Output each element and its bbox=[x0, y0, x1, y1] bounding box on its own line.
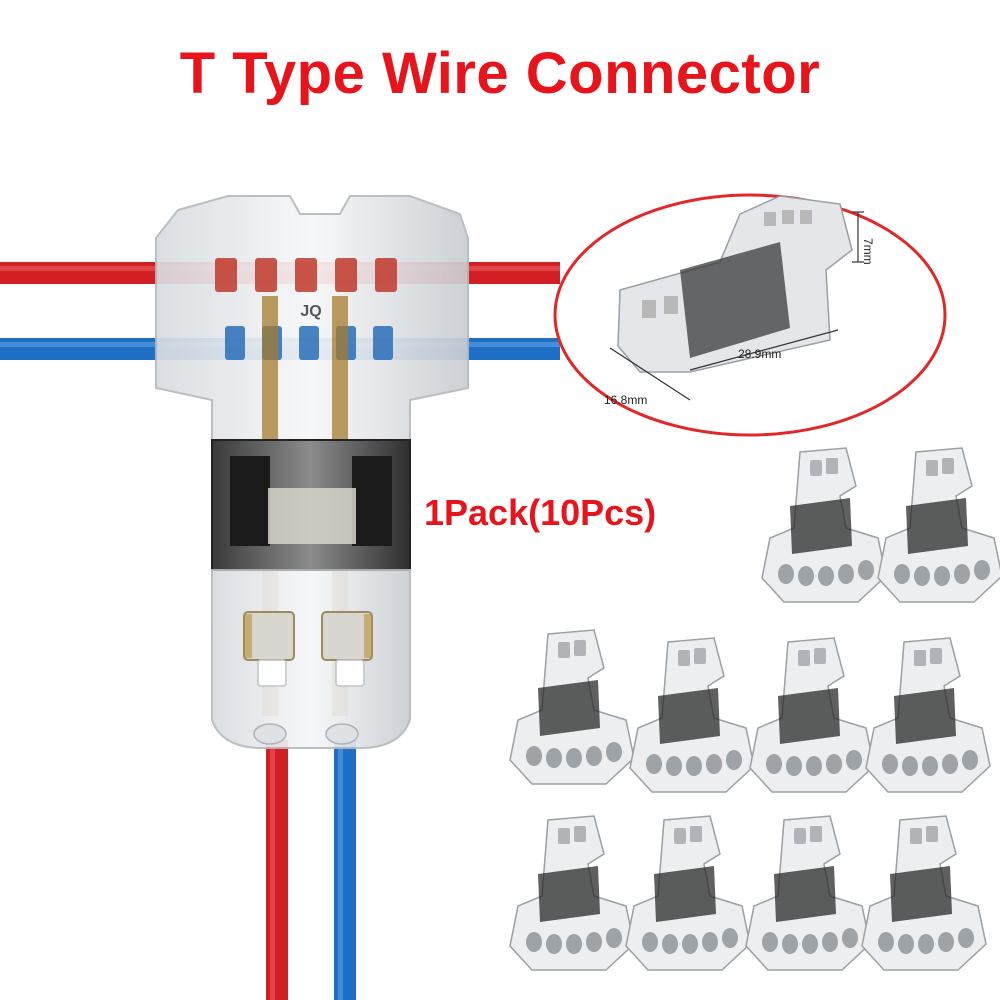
small-connector-icon bbox=[509, 629, 635, 785]
t-connector-icon: JQ bbox=[155, 195, 469, 749]
small-connector-icon bbox=[629, 637, 755, 793]
page-title: T Type Wire Connector bbox=[179, 41, 821, 106]
length-dimension: 28.9mm bbox=[738, 347, 781, 361]
connector-grid bbox=[509, 447, 1000, 971]
small-connector-icon bbox=[865, 637, 991, 793]
width-dimension: 16.8mm bbox=[604, 393, 647, 407]
small-connector-icon bbox=[509, 815, 635, 971]
connector-mark: JQ bbox=[300, 303, 321, 320]
wire-blue-vertical bbox=[334, 740, 356, 1000]
wire-red-vertical bbox=[266, 740, 288, 1000]
pack-label: 1Pack(10Pcs) bbox=[424, 492, 657, 533]
small-connector-icon bbox=[861, 815, 987, 971]
small-connector-icon bbox=[625, 815, 751, 971]
small-connector-icon bbox=[761, 447, 887, 603]
small-connector-icon bbox=[749, 637, 875, 793]
small-connector-icon bbox=[745, 815, 871, 971]
small-connector-icon bbox=[617, 195, 853, 373]
small-connector-icon bbox=[877, 447, 1000, 603]
dimension-inset: 7mm 28.9mm 16.8mm bbox=[553, 193, 947, 437]
height-dimension: 7mm bbox=[861, 238, 875, 265]
